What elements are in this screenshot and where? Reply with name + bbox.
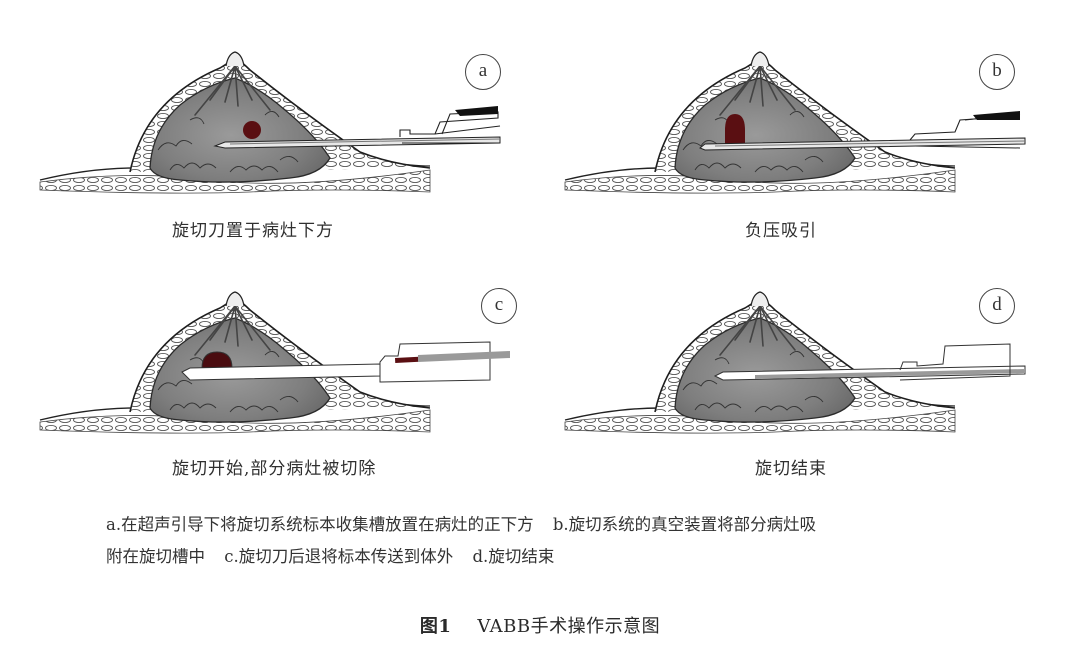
panel-label-badge: a [465,54,501,90]
breast-illustration-a [39,51,501,194]
legend-item-c: c.旋切刀后退将标本传送到体外 [224,547,454,566]
panel-caption: 旋切刀置于病灶下方 [172,221,334,241]
breast-illustration-c [39,291,510,434]
panel-c: c 旋切开始,部分病灶被切除 [30,280,530,490]
panel-label-badge: d [979,288,1015,324]
lesion-icon [201,351,233,369]
biopsy-needle-icon [213,106,501,149]
figure-number: 图1 [419,616,452,637]
lesion-icon [725,114,745,144]
legend-item-b: b.旋切系统的真空装置将部分病灶吸 [552,515,817,534]
figure-title-text: VABB手术操作示意图 [477,616,661,637]
legend-item-b-cont: 附在旋切槽中 [106,547,205,566]
panel-label-badge: c [481,288,517,324]
legend-line-1: a.在超声引导下将旋切系统标本收集槽放置在病灶的正下方 b.旋切系统的真空装置将… [106,509,966,541]
breast-illustration-b [564,51,1026,194]
panel-d: d 旋切结束 [555,280,1055,490]
figure-title: 图1 VABB手术操作示意图 [0,612,1080,638]
panel-label-badge: b [979,54,1015,90]
legend-item-d: d.旋切结束 [472,547,555,566]
panel-caption: 旋切开始,部分病灶被切除 [172,459,377,479]
biopsy-needle-icon [713,343,1026,381]
legend-item-a: a.在超声引导下将旋切系统标本收集槽放置在病灶的正下方 [106,515,534,534]
panel-b: b 负压吸引 [555,40,1055,250]
panel-a: a 旋切刀置于病灶下方 [30,40,530,250]
panel-caption: 旋切结束 [755,459,827,479]
biopsy-needle-icon [181,341,510,383]
figure-legend: a.在超声引导下将旋切系统标本收集槽放置在病灶的正下方 b.旋切系统的真空装置将… [106,509,966,573]
breast-illustration-d [564,291,1026,434]
lesion-icon [243,121,261,139]
legend-line-2: 附在旋切槽中 c.旋切刀后退将标本传送到体外 d.旋切结束 [106,541,966,573]
panel-caption: 负压吸引 [745,221,817,241]
biopsy-needle-icon [699,111,1026,151]
